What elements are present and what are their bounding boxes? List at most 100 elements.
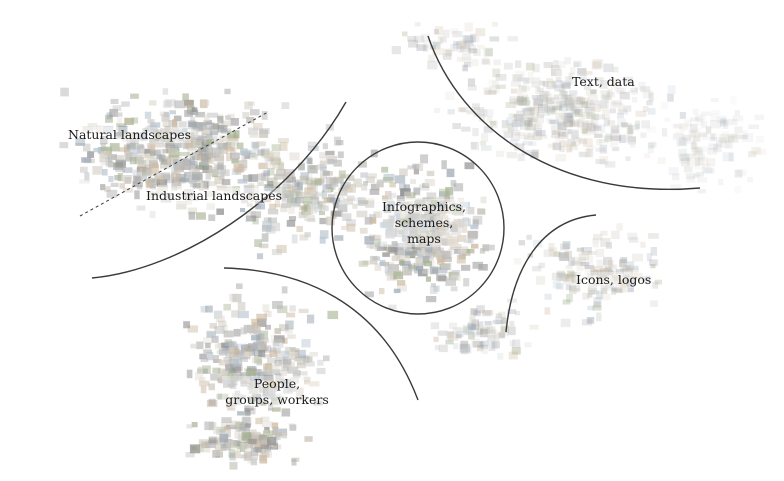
thumbnail-image <box>650 300 659 308</box>
thumbnail-image <box>591 114 598 120</box>
thumbnail-image <box>260 416 270 422</box>
thumbnail-image <box>211 123 218 130</box>
thumbnail-image <box>160 198 172 203</box>
thumbnail-image <box>228 347 235 356</box>
thumbnail-image <box>747 177 753 183</box>
thumbnail-image <box>676 138 688 147</box>
thumbnail-image <box>719 133 729 143</box>
thumbnail-image <box>459 39 470 49</box>
thumbnail-image <box>709 136 718 142</box>
thumbnail-image <box>470 308 478 316</box>
thumbnail-image <box>463 239 474 244</box>
thumbnail-image <box>240 208 246 213</box>
thumbnail-image <box>461 345 472 354</box>
thumbnail-image <box>702 134 709 140</box>
thumbnail-image <box>554 84 565 92</box>
thumbnail-image <box>474 107 485 116</box>
thumbnail-image <box>234 430 241 439</box>
thumbnail-image <box>140 175 148 180</box>
thumbnail-image <box>147 143 156 151</box>
thumbnail-image <box>584 107 595 114</box>
thumbnail-image <box>281 408 291 417</box>
thumbnail-image <box>233 130 240 139</box>
thumbnail-image <box>548 247 557 257</box>
thumbnail-image <box>273 173 285 180</box>
thumbnail-image <box>92 166 103 175</box>
thumbnail-image <box>574 109 580 115</box>
thumbnail-image <box>163 156 175 164</box>
thumbnail-image <box>646 253 652 262</box>
thumbnail-image <box>288 352 299 357</box>
thumbnail-image <box>221 422 230 430</box>
thumbnail-image <box>133 181 143 188</box>
thumbnail-image <box>462 35 474 43</box>
thumbnail-image <box>720 142 731 148</box>
thumbnail-image <box>452 31 463 38</box>
thumbnail-image <box>206 400 218 408</box>
thumbnail-image <box>102 125 114 133</box>
thumbnail-image <box>438 344 448 353</box>
thumbnail-image <box>591 272 599 279</box>
thumbnail-image <box>247 382 253 390</box>
thumbnail-image <box>275 375 284 382</box>
thumbnail-image <box>433 215 443 223</box>
thumbnail-image <box>433 285 440 292</box>
thumbnail-image <box>596 291 603 300</box>
thumbnail-image <box>267 217 278 224</box>
thumbnail-image <box>492 319 503 325</box>
thumbnail-image <box>489 120 497 126</box>
thumbnail-image <box>188 211 196 220</box>
thumbnail-image <box>163 174 174 184</box>
thumbnail-image <box>278 428 288 436</box>
thumbnail-image <box>233 441 242 447</box>
thumbnail-image <box>326 216 335 226</box>
thumbnail-image <box>543 249 554 258</box>
thumbnail-image <box>271 393 282 401</box>
thumbnail-image <box>610 101 617 109</box>
thumbnail-image <box>114 132 124 137</box>
thumbnail-image <box>635 120 641 129</box>
thumbnail-image <box>451 269 461 277</box>
thumbnail-image <box>317 201 323 207</box>
thumbnail-image <box>692 108 699 115</box>
thumbnail-image <box>333 202 339 209</box>
thumbnail-image <box>433 29 439 35</box>
thumbnail-image <box>374 263 382 271</box>
thumbnail-image <box>408 265 419 270</box>
thumbnail-image <box>123 175 133 183</box>
thumbnail-image <box>620 267 629 272</box>
thumbnail-image <box>592 305 602 311</box>
thumbnail-image <box>236 441 248 450</box>
thumbnail-image <box>620 257 628 264</box>
thumbnail-image <box>190 109 199 116</box>
thumbnail-image <box>470 142 477 149</box>
thumbnail-image <box>106 162 112 167</box>
thumbnail-image <box>587 255 593 264</box>
thumbnail-image <box>138 147 149 153</box>
thumbnail-image <box>553 60 559 68</box>
thumbnail-image <box>286 220 296 227</box>
thumbnail-image <box>229 461 238 470</box>
thumbnail-image <box>693 134 702 141</box>
thumbnail-image <box>334 235 344 241</box>
thumbnail-image <box>586 273 593 280</box>
thumbnail-image <box>450 28 459 34</box>
thumbnail-image <box>471 243 479 249</box>
thumbnail-image <box>321 190 328 200</box>
thumbnail-image <box>427 60 438 70</box>
thumbnail-image <box>567 94 576 101</box>
thumbnail-image <box>396 195 405 202</box>
thumbnail-image <box>458 41 467 46</box>
thumbnail-image <box>317 359 324 366</box>
thumbnail-image <box>200 100 210 107</box>
thumbnail-image <box>633 273 643 281</box>
thumbnail-image <box>467 322 476 331</box>
thumbnail-image <box>559 100 567 108</box>
thumbnail-image <box>241 373 249 379</box>
thumbnail-image <box>599 104 609 111</box>
thumbnail-image <box>504 62 513 70</box>
thumbnail-image <box>254 239 262 247</box>
thumbnail-image <box>426 230 436 238</box>
thumbnail-image <box>597 270 608 278</box>
